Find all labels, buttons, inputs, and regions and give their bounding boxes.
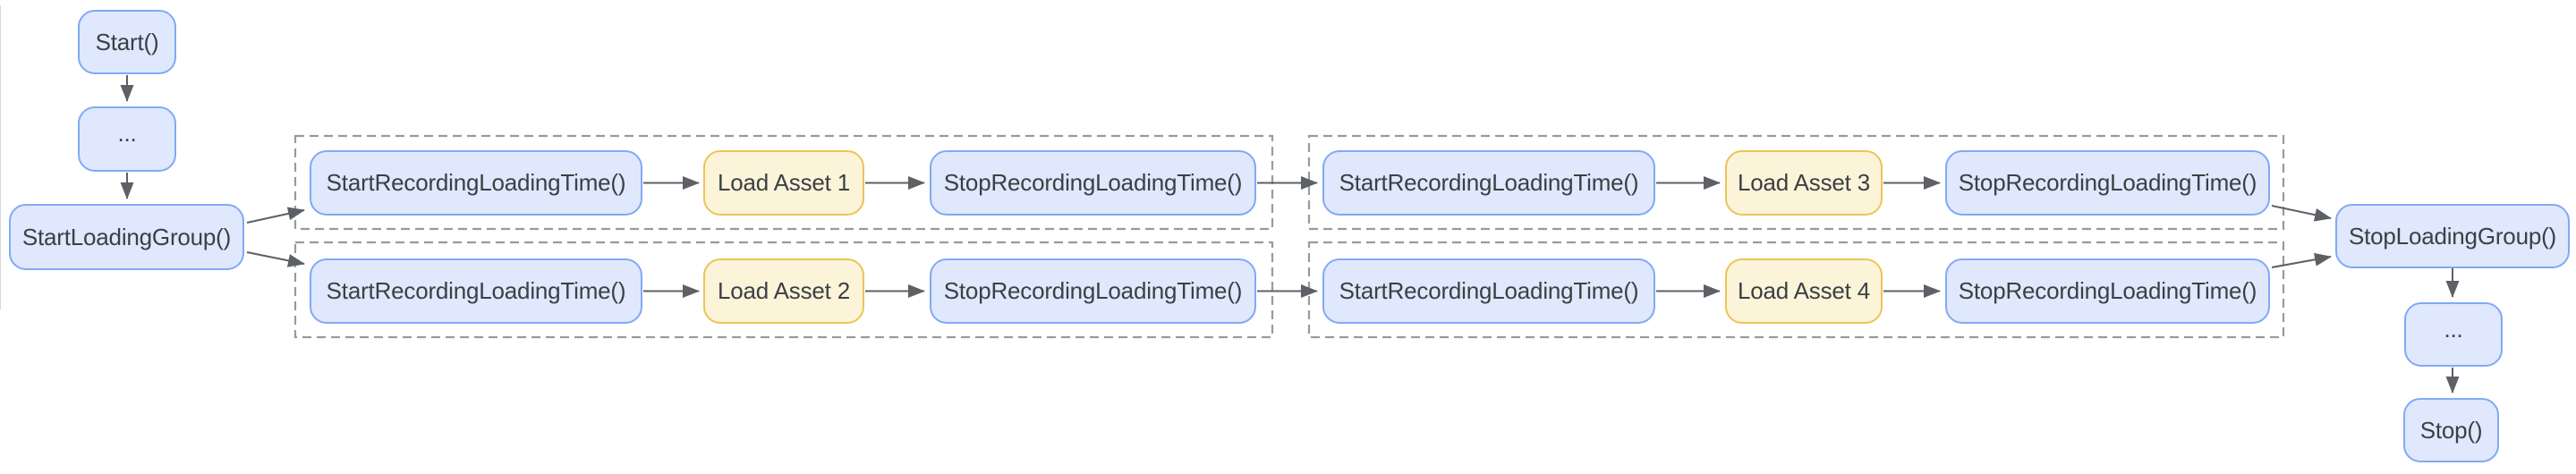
- node-start-loading-group: StartLoadingGroup(): [9, 204, 244, 270]
- node-lane1-load-asset: Load Asset 1: [703, 150, 864, 216]
- node-lane2-stop-recording: StopRecordingLoadingTime(): [930, 258, 1256, 324]
- node-ellipsis-before-label: ...: [117, 120, 137, 147]
- node-lane4-load-asset: Load Asset 4: [1725, 258, 1883, 324]
- node-lane4-start-recording: StartRecordingLoadingTime(): [1322, 258, 1655, 324]
- node-stop-label: Stop(): [2419, 416, 2483, 444]
- node-lane3-load-asset-label: Load Asset 3: [1738, 169, 1870, 196]
- node-ellipsis-before: ...: [78, 106, 176, 172]
- node-lane1-stop-recording-label: StopRecordingLoadingTime(): [943, 169, 1243, 196]
- node-stop-loading-group: StopLoadingGroup(): [2335, 204, 2570, 268]
- node-lane3-start-recording-label: StartRecordingLoadingTime(): [1339, 169, 1639, 196]
- node-lane3-stop-recording: StopRecordingLoadingTime(): [1945, 150, 2270, 216]
- node-lane4-stop-recording-label: StopRecordingLoadingTime(): [1958, 277, 2257, 304]
- node-lane1-load-asset-label: Load Asset 1: [718, 169, 850, 196]
- node-start: Start(): [78, 10, 176, 74]
- node-lane1-start-recording-label: StartRecordingLoadingTime(): [326, 169, 626, 196]
- node-lane4-start-recording-label: StartRecordingLoadingTime(): [1339, 277, 1639, 304]
- node-stop: Stop(): [2403, 398, 2499, 462]
- arrow-lane3-stop-to-stop-loading-group: [2271, 205, 2332, 222]
- cluster-lane3: [1307, 134, 2285, 231]
- node-lane3-load-asset: Load Asset 3: [1725, 150, 1883, 216]
- node-lane2-load-asset-label: Load Asset 2: [718, 277, 850, 304]
- node-ellipsis-after-label: ...: [2444, 315, 2463, 343]
- node-lane4-stop-recording: StopRecordingLoadingTime(): [1945, 258, 2270, 324]
- node-lane3-stop-recording-label: StopRecordingLoadingTime(): [1958, 169, 2257, 196]
- arrow-start-loading-group-to-lane1: [246, 207, 305, 224]
- arrow-lane4-stop-to-stop-loading-group: [2271, 252, 2332, 268]
- node-stop-loading-group-label: StopLoadingGroup(): [2349, 222, 2556, 250]
- left-edge-hairline: [0, 5, 1, 309]
- node-start-label: Start(): [95, 28, 159, 55]
- node-lane1-stop-recording: StopRecordingLoadingTime(): [930, 150, 1256, 216]
- node-lane4-load-asset-label: Load Asset 4: [1738, 277, 1870, 304]
- node-start-loading-group-label: StartLoadingGroup(): [21, 223, 232, 250]
- node-lane2-start-recording: StartRecordingLoadingTime(): [310, 258, 642, 324]
- node-lane2-start-recording-label: StartRecordingLoadingTime(): [326, 277, 626, 304]
- cluster-lane2: [293, 241, 1274, 339]
- node-lane2-load-asset: Load Asset 2: [703, 258, 864, 324]
- node-lane3-start-recording: StartRecordingLoadingTime(): [1322, 150, 1655, 216]
- node-lane1-start-recording: StartRecordingLoadingTime(): [310, 150, 642, 216]
- arrow-start-loading-group-to-lane2: [246, 251, 305, 267]
- node-lane2-stop-recording-label: StopRecordingLoadingTime(): [943, 277, 1243, 304]
- node-ellipsis-after: ...: [2404, 302, 2503, 367]
